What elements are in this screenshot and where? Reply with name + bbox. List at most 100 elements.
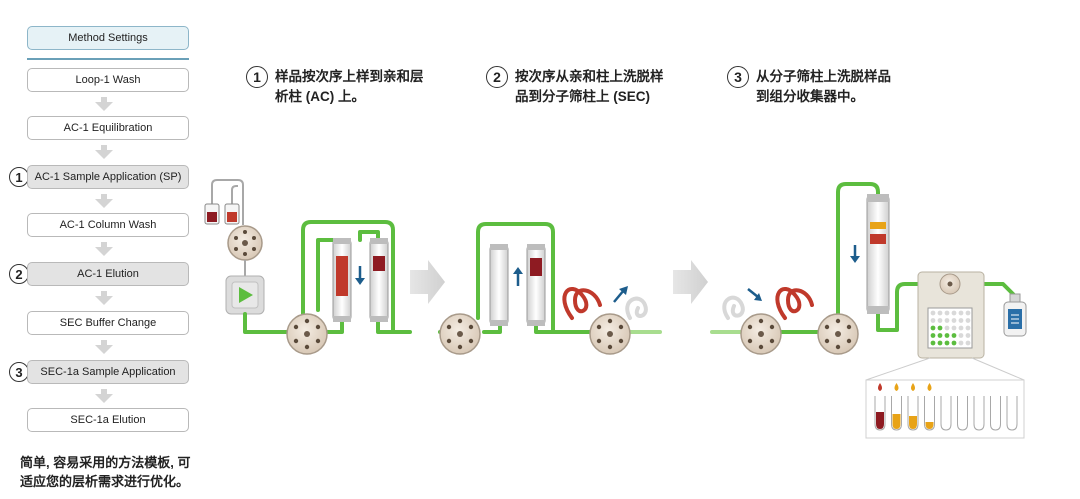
sec-column — [866, 194, 890, 314]
column-valve-2a — [439, 313, 481, 355]
ac-column-2 — [369, 238, 389, 322]
fraction-tube — [907, 383, 919, 431]
loop-valve-2 — [589, 313, 631, 355]
flow-arrow — [101, 242, 107, 247]
fraction-tubes — [874, 383, 1018, 431]
header-line: 样品按次序上样到亲和层 — [275, 69, 424, 84]
header-line: 到组分收集器中。 — [756, 89, 864, 104]
step-ac-1-equilibration: AC-1 Equilibration — [27, 116, 189, 140]
header-number-3: 3 — [727, 66, 749, 88]
plate-well — [965, 318, 971, 323]
plate-well — [944, 325, 950, 331]
buffer-bottle — [1003, 293, 1027, 337]
ac-column-1 — [332, 238, 352, 322]
method-settings-step: Method Settings — [27, 26, 189, 50]
plate-well — [930, 325, 936, 331]
plate-well — [944, 333, 950, 338]
fraction-tube — [891, 383, 902, 431]
plate-well — [958, 310, 964, 316]
arrow-up-icon — [513, 267, 523, 286]
drop-icon — [911, 383, 915, 391]
method-note: 简单, 容易采用的方法模板, 可 适应您的层析需求进行优化。 — [20, 453, 225, 491]
step-sec-1a-sample-application: SEC-1a Sample Application — [27, 360, 189, 384]
plate-well — [951, 310, 957, 316]
plate-well — [937, 325, 943, 331]
flow-arrow-head — [95, 296, 113, 305]
method-settings-label: Method Settings — [68, 32, 148, 44]
step-ac-1-column-wash: AC-1 Column Wash — [27, 213, 189, 237]
header-line: 按次序从亲和柱上洗脱样 — [515, 69, 664, 84]
ac-column-4 — [526, 244, 546, 326]
pump — [225, 275, 265, 315]
loop-valve-3 — [740, 313, 782, 355]
transition-arrow-1 — [410, 260, 445, 304]
flow-arrow — [101, 97, 107, 102]
arrow-down-icon — [355, 266, 365, 285]
flow-arrow — [101, 340, 107, 345]
fraction-collector — [917, 271, 985, 359]
zoom-callout-lines — [865, 357, 1025, 381]
header-text-3: 从分子筛柱上洗脱样品 到组分收集器中。 — [756, 67, 891, 107]
panel-3 — [710, 182, 1027, 439]
header-line: 从分子筛柱上洗脱样品 — [756, 69, 891, 84]
flow-arrow-head — [95, 394, 113, 403]
plate-well — [937, 310, 943, 316]
arrow-up-right-icon — [613, 286, 628, 303]
flow-arrow — [101, 291, 107, 296]
column-valve-3 — [817, 313, 859, 355]
header-number-1: 1 — [246, 66, 268, 88]
header-text-1: 样品按次序上样到亲和层 析柱 (AC) 上。 — [275, 67, 424, 107]
step-label: SEC-1a Elution — [70, 414, 146, 426]
header-text-2: 按次序从亲和柱上洗脱样 品到分子筛柱上 (SEC) — [515, 67, 664, 107]
plate-well — [958, 325, 964, 331]
fraction-tube — [990, 396, 1001, 431]
plate-well — [937, 340, 943, 346]
plate-well — [965, 333, 971, 338]
step-label: Loop-1 Wash — [75, 74, 141, 86]
plate-well — [958, 318, 964, 323]
plate-well — [930, 318, 936, 323]
plate-well — [951, 325, 957, 331]
drop-icon — [894, 383, 899, 391]
settings-underline — [27, 58, 189, 60]
plate-well — [930, 340, 936, 346]
sample-loop-coils — [562, 287, 648, 320]
step-sec-1a-elution: SEC-1a Elution — [27, 408, 189, 432]
note-line: 简单, 容易采用的方法模板, 可 — [20, 455, 191, 470]
flow-arrow — [101, 145, 107, 150]
plate-well — [951, 318, 957, 323]
step-label: AC-1 Sample Application (SP) — [34, 171, 182, 183]
fraction-tube — [940, 396, 952, 431]
fraction-tube — [957, 396, 968, 431]
panel-3-loop-coils — [722, 287, 814, 320]
flow-arrow-head — [95, 102, 113, 111]
header-number-2: 2 — [486, 66, 508, 88]
plate-well — [930, 310, 936, 316]
flow-arrow — [101, 194, 107, 199]
fraction-tube — [973, 396, 985, 431]
flow-arrow-head — [95, 247, 113, 256]
plate-well — [937, 333, 943, 338]
plate-well — [944, 310, 950, 316]
ac-column-3 — [489, 244, 509, 326]
plate-well — [930, 333, 936, 338]
plate-well — [958, 340, 964, 346]
header-line: 品到分子筛柱上 (SEC) — [515, 89, 650, 104]
step-sec-buffer-change: SEC Buffer Change — [27, 311, 189, 335]
drop-icon — [927, 383, 932, 391]
plate-well — [937, 318, 943, 323]
plate-well — [944, 340, 950, 346]
plate-well — [965, 325, 971, 331]
step-label: AC-1 Equilibration — [63, 122, 153, 134]
flow-arrow-head — [95, 150, 113, 159]
step-label: SEC-1a Sample Application — [40, 366, 176, 378]
note-line: 适应您的层析需求进行优化。 — [20, 474, 190, 489]
column-valve-1 — [286, 313, 328, 355]
fraction-tube — [1006, 396, 1018, 431]
panel-1 — [204, 179, 412, 355]
fraction-tube — [924, 383, 935, 431]
plate-well — [944, 318, 950, 323]
transition-arrow-2 — [673, 260, 708, 304]
step-number-2: 2 — [9, 264, 29, 284]
